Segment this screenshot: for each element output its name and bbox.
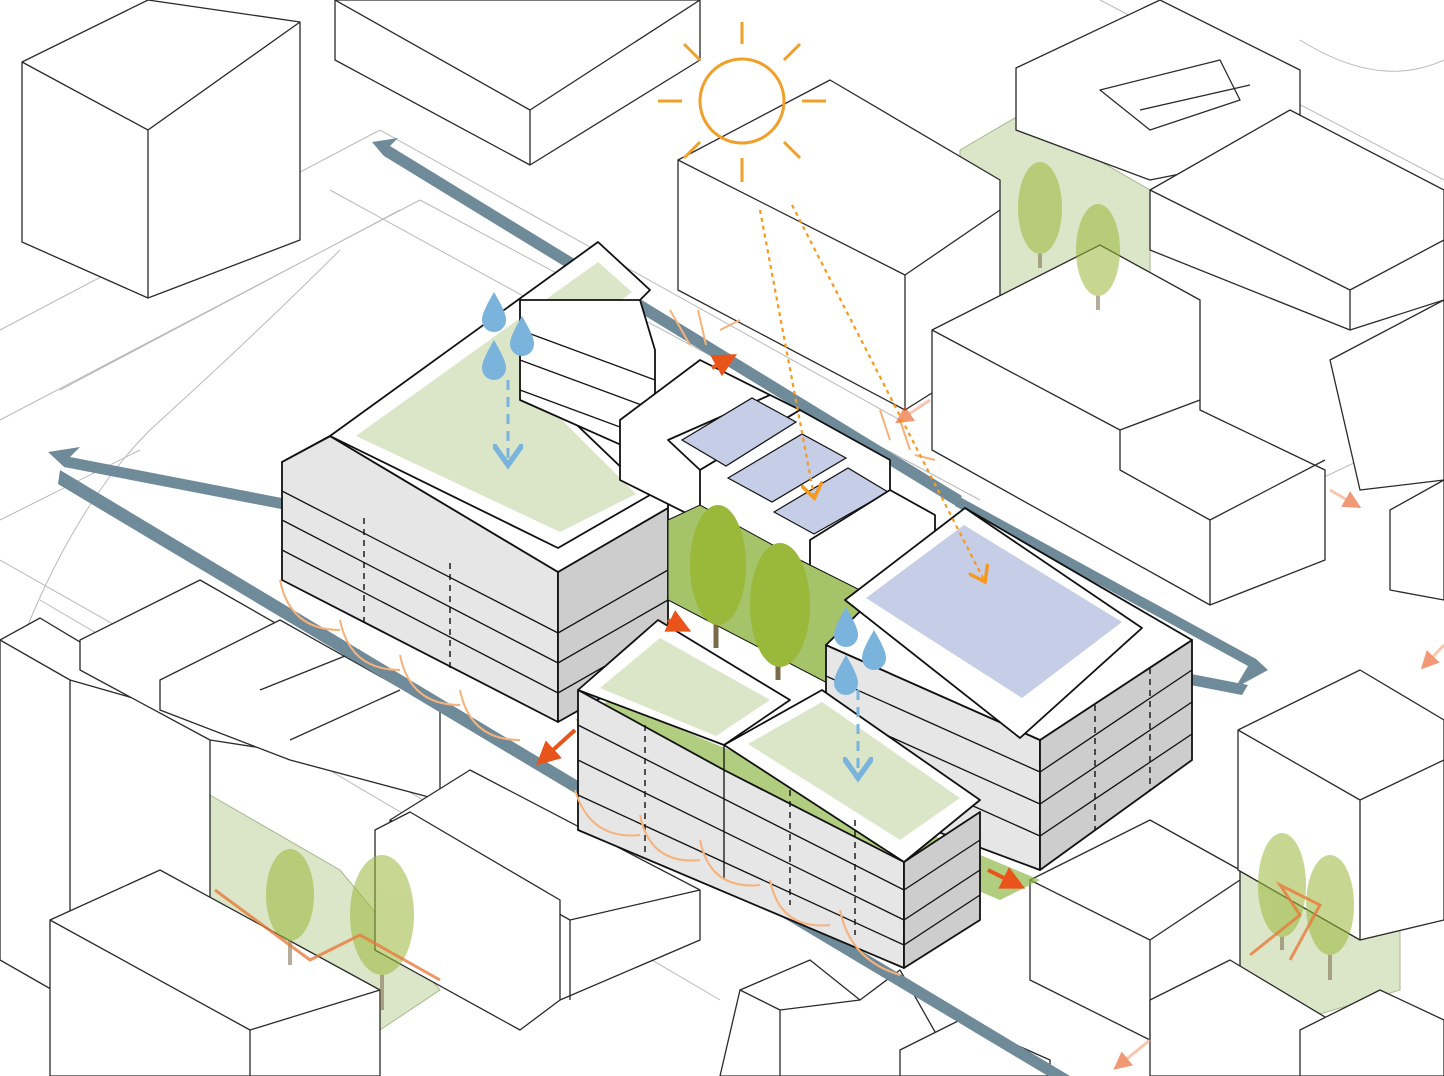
context-building-tl [22, 0, 300, 298]
